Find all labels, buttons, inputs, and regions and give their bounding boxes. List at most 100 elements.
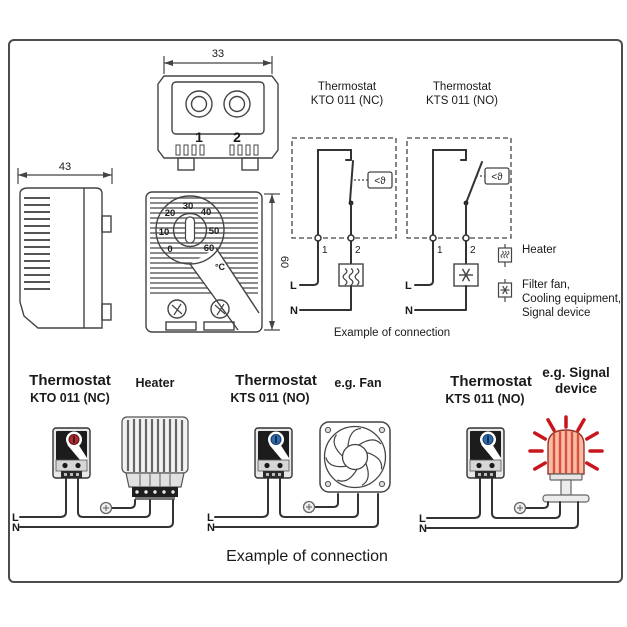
circuit-kto-neutral-label: N [290, 305, 298, 317]
front-view-dial-slot [184, 216, 196, 244]
front-view-body: 0 10 20 30 40 50 60 °C [145, 191, 263, 333]
example-signal-illustration: L N [419, 415, 604, 535]
dial-number-40: 40 [201, 207, 212, 218]
example-fan-line-wire [214, 477, 269, 518]
example-kto-neutral-wire [19, 499, 174, 528]
top-view-foot-right [241, 157, 259, 171]
circuit-kts-sensor-symbol: <ϑ [491, 172, 503, 183]
dial-number-30: 30 [183, 201, 194, 212]
examples-section-caption: Example of connection [226, 548, 388, 565]
ground-screw-fan [302, 500, 316, 514]
circuit-kto-terminal-1-label: 1 [322, 245, 328, 256]
example-fan-line-label: L [207, 512, 214, 524]
example-fan-illustration: L N [207, 421, 391, 534]
thermostat-device-kto [52, 427, 91, 479]
side-view-width-dim-label: 43 [59, 161, 71, 173]
circuit-kts-title-line1: Thermostat [432, 81, 492, 93]
side-view-din-clip-bottom [101, 303, 112, 321]
circuit-kts-neutral-label: N [405, 305, 413, 317]
fan-blades [325, 427, 383, 486]
example-fan-title-line1: Thermostat [235, 372, 317, 389]
example-kto-line-label: L [12, 512, 19, 524]
circuit-kto-title-line1: Thermostat [317, 81, 377, 93]
side-view-din-clip-top [101, 215, 112, 233]
heater-symbol-icon [497, 244, 513, 267]
ground-screw-signal [513, 501, 527, 515]
dial-number-60: 60 [204, 243, 215, 254]
example-kto-neutral-label: N [12, 522, 20, 534]
legend-fan-line1: Filter fan, [522, 279, 570, 291]
example-fan-neutral-label: N [207, 522, 215, 534]
circuit-kto-sensor-symbol: <ϑ [374, 176, 386, 187]
dial-number-10: 10 [159, 227, 170, 238]
front-view-wedge [190, 248, 260, 330]
circuit-kto-title: Thermostat KTO 011 (NC) [288, 80, 406, 108]
front-view-height-dimension: 60 [264, 193, 290, 331]
circuit-kto-title-line2: KTO 011 (NC) [310, 95, 384, 107]
example-signal-neutral-label: N [419, 523, 427, 535]
side-view-dimension: 43 [17, 161, 113, 184]
top-view-drawing: 33 1 2 [157, 48, 279, 171]
front-view-terminal-left [165, 321, 197, 331]
circuit-kto-terminal-2-label: 2 [355, 245, 361, 256]
fan-symbol-icon [497, 279, 513, 302]
top-view-terminal-1-label: 1 [195, 129, 203, 145]
legend-fan-line3: Signal device [522, 307, 591, 319]
circuit-kto-neutral-wire [299, 285, 352, 311]
circuit-kts-boundary [406, 137, 512, 239]
front-view-drawing: 0 10 20 30 40 50 60 °C [145, 191, 290, 333]
side-view-fins [24, 197, 50, 290]
thermostat-device-kts-signal [466, 427, 505, 479]
example-signal-ground-wire [525, 501, 549, 509]
symbol-legend: Heater Filter fan, Cooling equipment, Si… [497, 243, 625, 331]
side-view-drawing: 43 [17, 161, 113, 329]
signal-rays [528, 415, 604, 471]
example-signal-load-label-line1: e.g. Signal [542, 365, 610, 380]
example-signal-switched-wire [491, 477, 561, 519]
fan-device [319, 421, 391, 493]
example-signal-line-label: L [419, 513, 426, 525]
legend-heater-label: Heater [522, 244, 557, 256]
example-kto-load-label: Heater [135, 376, 175, 390]
signal-lamp-device [542, 429, 590, 503]
example-kto-title-line2: KTO 011 (NC) [30, 391, 110, 405]
circuit-kts-line-label: L [405, 280, 412, 292]
circuit-kto-boundary [291, 137, 397, 239]
circuit-kts-no-contact [465, 161, 483, 204]
dial-number-50: 50 [209, 226, 220, 237]
circuit-kts-title: Thermostat KTS 011 (NO) [403, 80, 521, 108]
front-view-terminal-right [203, 321, 235, 331]
front-view-screws [167, 299, 230, 319]
example-fan-switched-wire [279, 477, 359, 518]
top-view-body: 1 2 [157, 75, 279, 171]
circuit-kto-internal-wire [317, 149, 352, 239]
legend-fan-line2: Cooling equipment, [522, 293, 622, 305]
example-kto-ground-wire [111, 499, 136, 509]
circuit-kts-neutral-wire [414, 285, 467, 311]
top-view-width-dim-label: 33 [212, 48, 224, 60]
front-view-dial-knob [172, 212, 208, 248]
example-kto-line-wire [19, 477, 67, 518]
front-view-dial-face [155, 195, 225, 265]
example-signal-neutral-wire [426, 501, 579, 529]
example-kto-switched-wire [77, 477, 151, 518]
example-fan-ground-wire [314, 493, 339, 508]
example-signal-title-line2: KTS 011 (NO) [445, 392, 525, 406]
top-view-vents [175, 144, 259, 156]
circuit-kts-title-line2: KTS 011 (NO) [426, 95, 498, 107]
legend-heater-row: Heater [497, 243, 625, 267]
dial-number-20: 20 [165, 208, 176, 219]
legend-fan-row: Filter fan, Cooling equipment, Signal de… [497, 278, 625, 320]
example-fan-load-label: e.g. Fan [334, 376, 382, 390]
example-fan-neutral-wire [214, 493, 379, 528]
side-view-body [19, 187, 112, 329]
dial-number-0: 0 [167, 244, 172, 255]
circuit-kts-terminal-1-label: 1 [437, 245, 443, 256]
thermostat-device-kts-fan [254, 427, 293, 479]
circuit-kts-line-wire [414, 240, 434, 286]
circuit-kts-terminal-2-label: 2 [470, 245, 476, 256]
top-view-foot-left [177, 157, 195, 171]
circuit-kto-schematic: <ϑ 1 2 L N [290, 137, 397, 317]
front-view-height-dim-label: 60 [278, 256, 290, 268]
